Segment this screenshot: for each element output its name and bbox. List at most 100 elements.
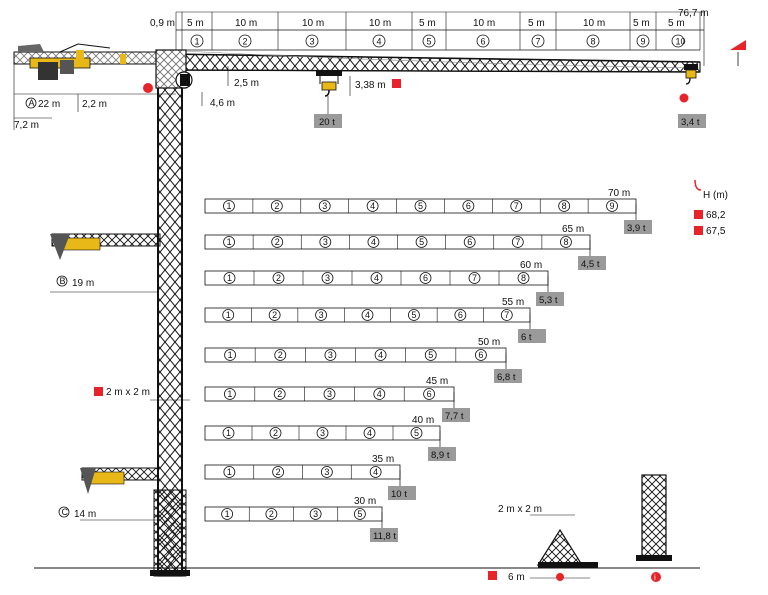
slewing-icon [143, 83, 153, 93]
segment-number: 5 [419, 237, 424, 247]
segment-marker [363, 427, 376, 439]
segment-number: 3 [328, 350, 333, 360]
tip-load-value: 5,3 t [539, 295, 558, 306]
top-segment-number: 5 [427, 37, 432, 47]
segment-number: 6 [478, 350, 483, 360]
b-value-label: 19 m [72, 278, 94, 289]
segment-number: 1 [228, 350, 233, 360]
segment-marker [271, 236, 284, 248]
segment-marker [274, 349, 287, 361]
segment-number: 5 [414, 428, 419, 438]
segment-marker [414, 200, 427, 212]
top-dim-label: 5 m [668, 18, 685, 29]
segment-number: 1 [227, 389, 232, 399]
segment-marker [223, 272, 236, 284]
top-segment-marker [531, 34, 545, 48]
tip-load-value: 7,7 t [445, 411, 464, 422]
outrigger-b [50, 233, 161, 260]
mast-section-icon [94, 387, 103, 396]
segment-marker [222, 309, 235, 321]
segment-number: 1 [226, 201, 231, 211]
segment-number: 7 [504, 310, 509, 320]
segment-number: 4 [370, 201, 375, 211]
segment-number: 4 [378, 350, 383, 360]
segment-marker [475, 349, 487, 361]
segment-marker [370, 272, 383, 284]
legend-value-a: 68,2 [706, 210, 726, 221]
top-segment-number: 6 [481, 37, 486, 47]
segment-marker [500, 309, 513, 321]
segment-number: 2 [278, 350, 283, 360]
base-width-label: 6 m [508, 572, 525, 583]
top-segment-number: 9 [641, 37, 646, 47]
segment-marker [424, 349, 437, 361]
segment-marker [223, 236, 235, 248]
legend-icon-b [694, 226, 703, 235]
tip-hook [684, 64, 698, 85]
segment-marker [316, 427, 329, 439]
segment-marker [558, 200, 571, 212]
height-legend: H (m) 68,2 67,5 [694, 179, 728, 237]
tip-load-value: 6,8 t [497, 372, 516, 383]
dim-22-label: 2,2 m [82, 99, 107, 110]
segment-marker [315, 309, 327, 321]
trolley-distance-icon [392, 79, 401, 88]
segment-marker [268, 309, 281, 321]
top-segment-number: 1 [195, 37, 200, 47]
segment-number: 2 [277, 389, 282, 399]
segment-marker [366, 200, 379, 212]
mast-detail: i [636, 474, 672, 582]
a-circle-label: A [29, 98, 35, 108]
segment-marker [320, 466, 333, 478]
load-badge-tip: 3,4 t [678, 114, 706, 128]
segment-marker [223, 388, 236, 400]
jib-length-label: 55 m [502, 297, 524, 308]
segment-marker [423, 388, 436, 400]
segment-number: 5 [357, 509, 362, 519]
outrigger-c [80, 467, 159, 494]
height-label: H (m) [703, 190, 728, 201]
segment-marker [419, 272, 432, 284]
hook-height-icon [679, 93, 689, 103]
segment-number: 3 [324, 467, 329, 477]
segment-number: 9 [610, 201, 615, 211]
tip-load-badge [518, 329, 546, 343]
segment-number: 7 [472, 273, 477, 283]
svg-text:i: i [654, 573, 656, 582]
top-segment-marker [190, 34, 204, 48]
top-dim-label: 5 m [419, 18, 436, 29]
segment-number: 5 [418, 201, 423, 211]
segment-marker [323, 388, 336, 400]
jib-length-label: 60 m [520, 260, 542, 271]
dim-338-label: 3,38 m [355, 80, 386, 91]
segment-number: 1 [227, 237, 232, 247]
segment-number: 3 [319, 310, 324, 320]
tip-load-value: 10 t [391, 489, 407, 500]
segment-marker [511, 236, 524, 248]
segment-number: 1 [225, 509, 230, 519]
top-segment-number: 10 [676, 37, 686, 47]
segment-marker [369, 466, 382, 478]
segment-marker [265, 508, 278, 520]
segment-marker [415, 236, 428, 248]
base-section-label: 2 m x 2 m [498, 504, 542, 515]
dim-46-label: 4,6 m [210, 98, 235, 109]
top-segment-marker [586, 34, 600, 48]
tip-load-badge [494, 369, 522, 383]
top-segment-marker [305, 34, 319, 48]
segment-marker [270, 200, 283, 212]
segment-number: 2 [276, 273, 281, 283]
dim-25-label: 2,5 m [234, 78, 259, 89]
segment-number: 3 [320, 428, 325, 438]
segment-marker [223, 200, 235, 212]
legend-icon-a [694, 210, 703, 219]
crane-dimensions: A 22 m 2,2 m 7,2 m 2,5 m 4,6 m 3,38 m B … [13, 52, 386, 521]
tip-load-badge [370, 528, 398, 542]
segment-number: 7 [514, 201, 519, 211]
segment-number: 3 [313, 509, 318, 519]
